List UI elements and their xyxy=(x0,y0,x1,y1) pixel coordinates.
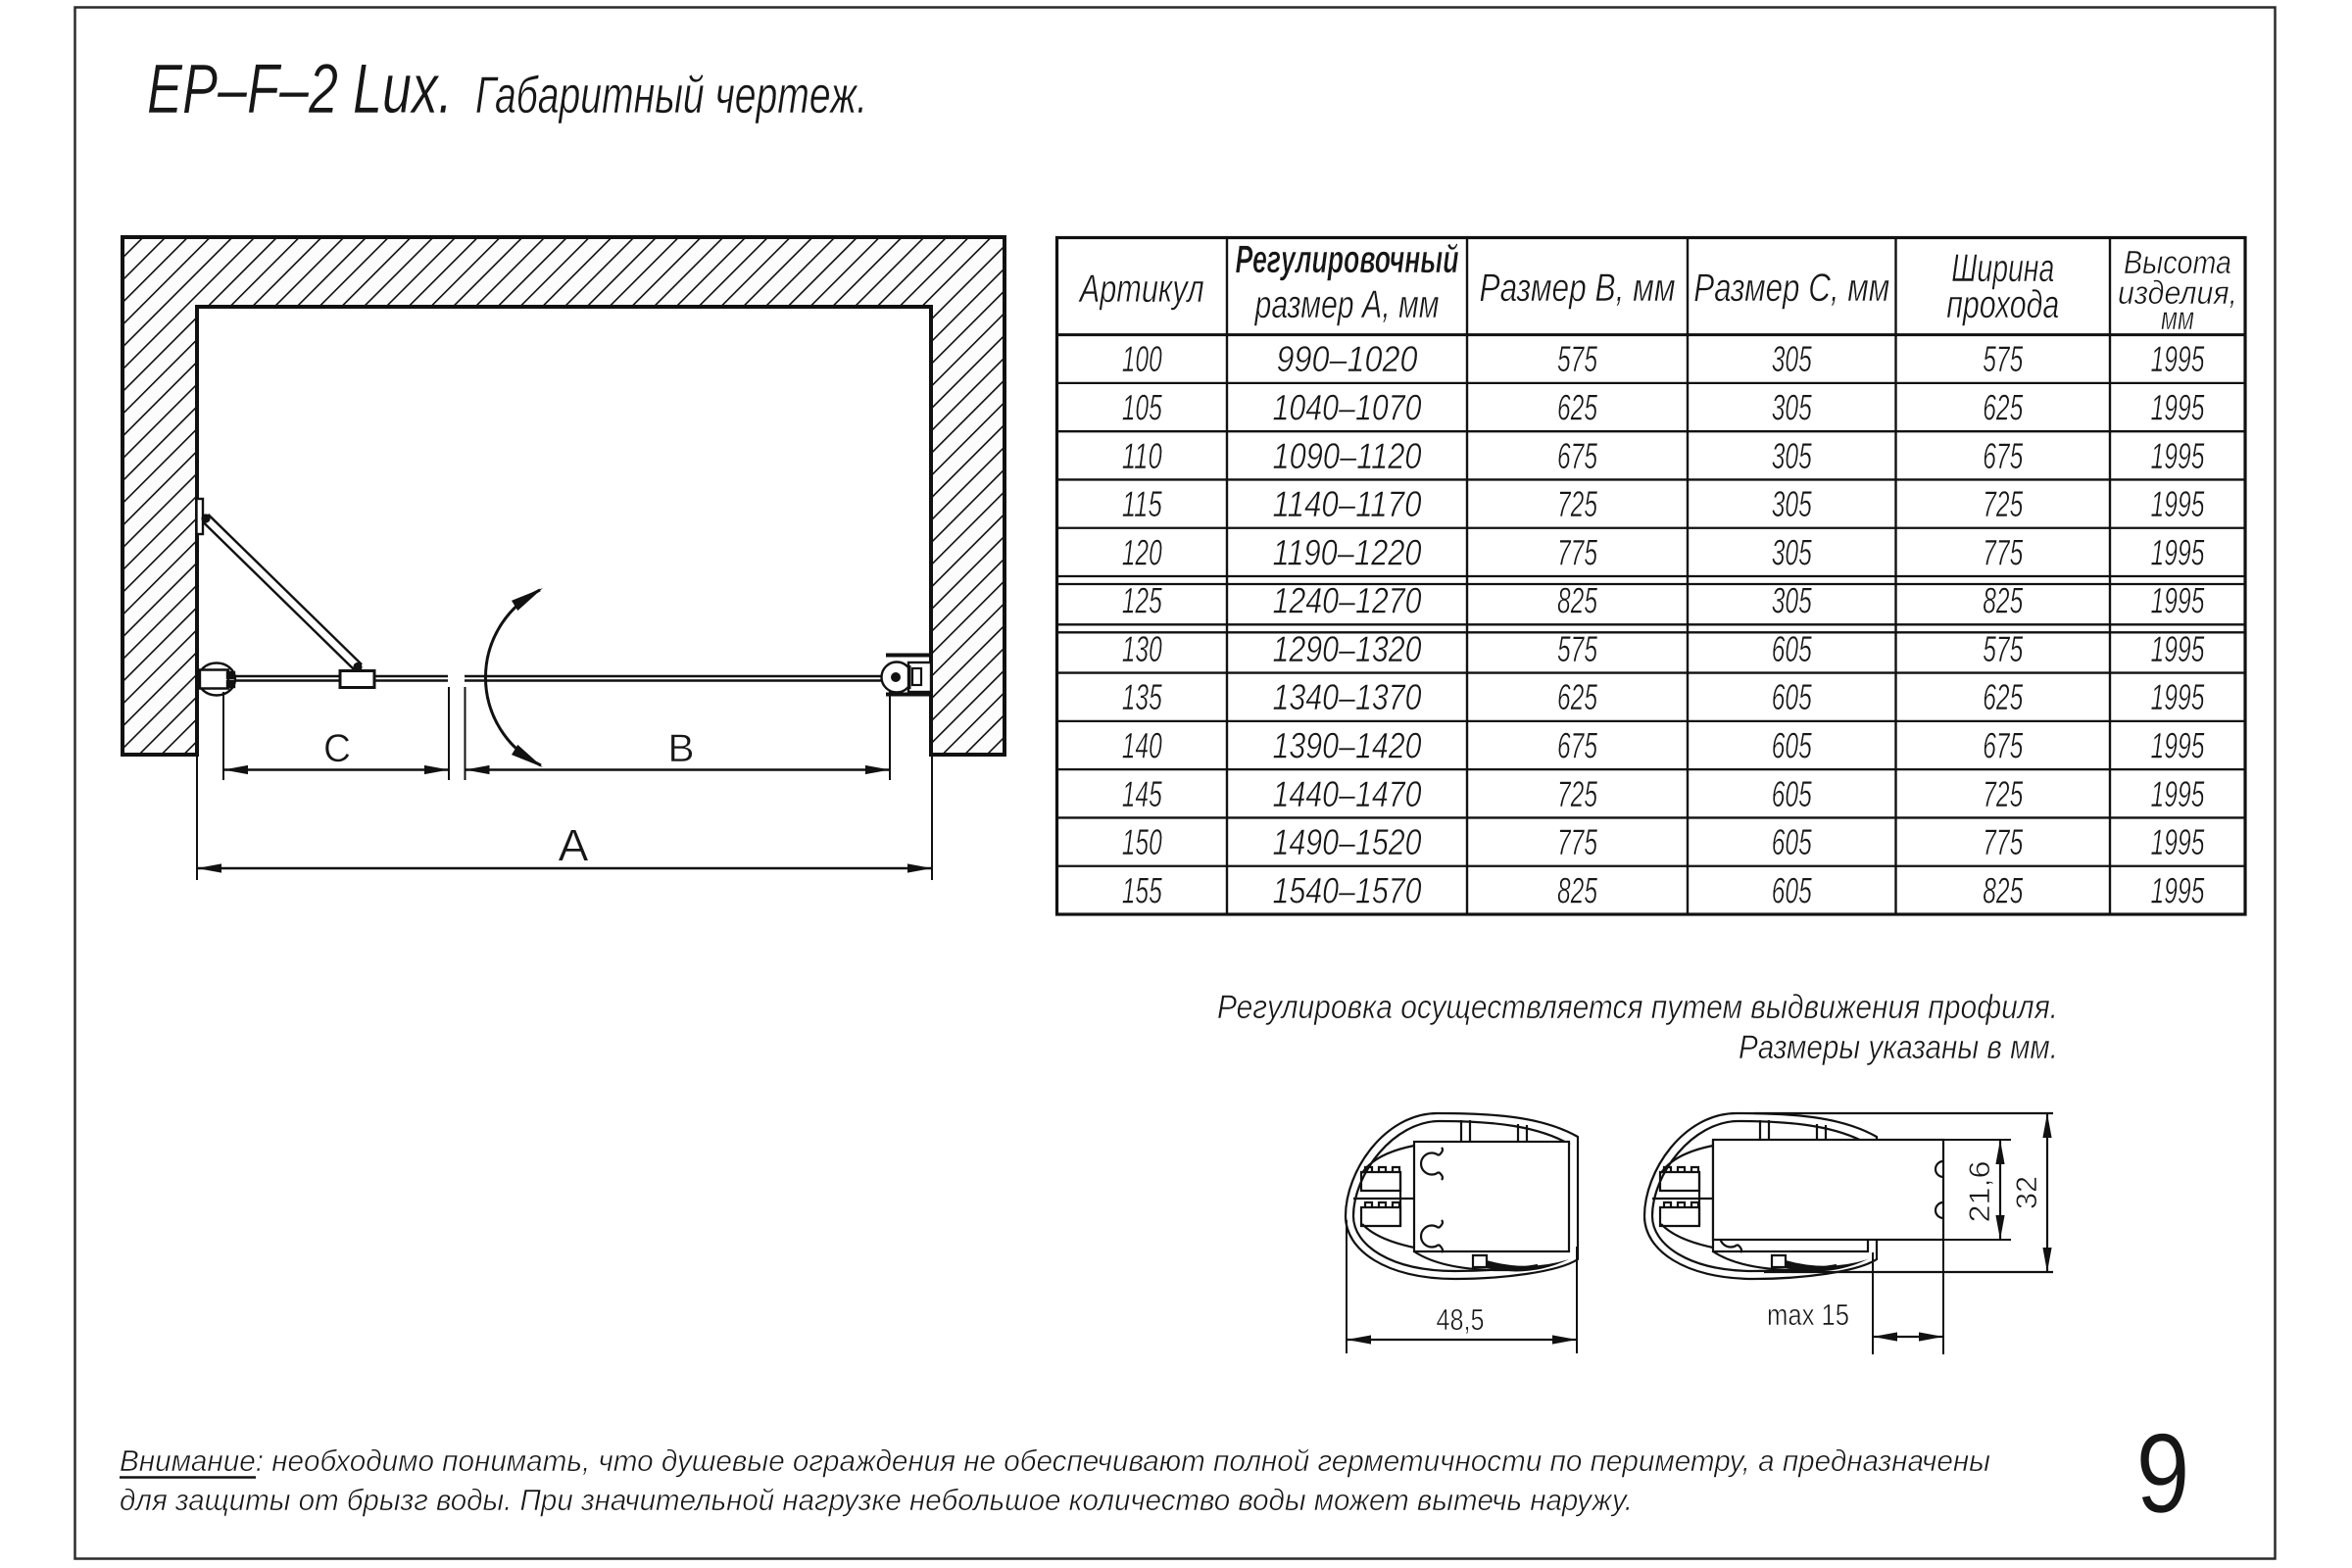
svg-text:725: 725 xyxy=(1557,774,1597,814)
svg-text:155: 155 xyxy=(1122,870,1162,910)
svg-text:625: 625 xyxy=(1557,388,1597,428)
svg-text:625: 625 xyxy=(1557,677,1597,717)
svg-text:605: 605 xyxy=(1772,726,1812,766)
svg-text:145: 145 xyxy=(1122,774,1162,814)
svg-text:675: 675 xyxy=(1983,726,2023,766)
svg-text:305: 305 xyxy=(1772,339,1812,379)
svg-text:575: 575 xyxy=(1557,339,1597,379)
svg-text:825: 825 xyxy=(1983,870,2023,910)
svg-text:115: 115 xyxy=(1122,484,1162,524)
svg-text:1995: 1995 xyxy=(2151,677,2205,717)
svg-text:105: 105 xyxy=(1122,388,1162,428)
svg-text:575: 575 xyxy=(1557,629,1597,669)
svg-text:Размер В, мм: Размер В, мм xyxy=(1480,267,1676,310)
svg-text:725: 725 xyxy=(1983,484,2023,524)
svg-text:1995: 1995 xyxy=(2151,629,2205,669)
svg-text:110: 110 xyxy=(1122,436,1162,476)
svg-text:575: 575 xyxy=(1983,339,2023,379)
svg-text:9: 9 xyxy=(2136,1411,2190,1537)
svg-text:825: 825 xyxy=(1557,870,1597,910)
svg-text:21,6: 21,6 xyxy=(1964,1161,1996,1223)
svg-text:120: 120 xyxy=(1122,532,1162,572)
svg-text:EP–F–2 Lux.: EP–F–2 Lux. xyxy=(147,51,453,128)
svg-text:1340–1370: 1340–1370 xyxy=(1273,677,1422,717)
svg-text:605: 605 xyxy=(1772,822,1812,862)
svg-text:605: 605 xyxy=(1772,870,1812,910)
svg-text:B: B xyxy=(668,727,695,770)
svg-text:Размеры указаны в мм.: Размеры указаны в мм. xyxy=(1739,1029,2058,1066)
svg-text:575: 575 xyxy=(1983,629,2023,669)
svg-text:1995: 1995 xyxy=(2151,388,2205,428)
svg-text:130: 130 xyxy=(1122,629,1162,669)
svg-text:32: 32 xyxy=(2011,1176,2043,1209)
svg-text:675: 675 xyxy=(1557,436,1597,476)
svg-text:825: 825 xyxy=(1557,581,1597,621)
svg-text:725: 725 xyxy=(1557,484,1597,524)
svg-text:1995: 1995 xyxy=(2151,436,2205,476)
svg-text:Размер С, мм: Размер С, мм xyxy=(1693,267,1889,310)
svg-text:1290–1320: 1290–1320 xyxy=(1273,629,1422,669)
svg-text:1995: 1995 xyxy=(2151,870,2205,910)
svg-text:625: 625 xyxy=(1983,677,2023,717)
svg-text:1995: 1995 xyxy=(2151,581,2205,621)
svg-text:1995: 1995 xyxy=(2151,484,2205,524)
svg-text:605: 605 xyxy=(1772,629,1812,669)
svg-text:изделия,: изделия, xyxy=(2118,274,2237,311)
svg-text:C: C xyxy=(323,727,351,770)
svg-text:675: 675 xyxy=(1983,436,2023,476)
svg-text:1440–1470: 1440–1470 xyxy=(1273,774,1422,814)
svg-text:Высота: Высота xyxy=(2124,244,2231,280)
svg-text:Ширина: Ширина xyxy=(1951,247,2054,290)
svg-text:мм: мм xyxy=(2161,300,2194,336)
svg-text:725: 725 xyxy=(1983,774,2023,814)
svg-text:1490–1520: 1490–1520 xyxy=(1273,822,1422,862)
svg-text:1190–1220: 1190–1220 xyxy=(1273,532,1422,572)
svg-text:990–1020: 990–1020 xyxy=(1277,339,1418,379)
svg-text:размер А, мм: размер А, мм xyxy=(1254,283,1440,326)
svg-text:605: 605 xyxy=(1772,677,1812,717)
svg-text:305: 305 xyxy=(1772,388,1812,428)
svg-text:605: 605 xyxy=(1772,774,1812,814)
svg-text:1140–1170: 1140–1170 xyxy=(1273,484,1422,524)
svg-text:прохода: прохода xyxy=(1946,283,2059,326)
svg-text:775: 775 xyxy=(1557,532,1597,572)
svg-text:305: 305 xyxy=(1772,532,1812,572)
svg-text:775: 775 xyxy=(1983,822,2023,862)
svg-text:1995: 1995 xyxy=(2151,532,2205,572)
svg-text:1995: 1995 xyxy=(2151,822,2205,862)
svg-text:305: 305 xyxy=(1772,436,1812,476)
svg-text:Габаритный чертеж.: Габаритный чертеж. xyxy=(475,67,867,124)
svg-text:Регулировочный: Регулировочный xyxy=(1236,238,1459,281)
svg-text:для защиты от брызг воды. При: для защиты от брызг воды. При значительн… xyxy=(120,1484,1633,1517)
svg-text:max 15: max 15 xyxy=(1767,1298,1849,1332)
svg-text:135: 135 xyxy=(1122,677,1162,717)
svg-text:675: 675 xyxy=(1557,726,1597,766)
svg-text:1995: 1995 xyxy=(2151,774,2205,814)
svg-text:1090–1120: 1090–1120 xyxy=(1273,436,1422,476)
svg-text:625: 625 xyxy=(1983,388,2023,428)
svg-text:125: 125 xyxy=(1122,581,1162,621)
svg-text:305: 305 xyxy=(1772,484,1812,524)
svg-text:48,5: 48,5 xyxy=(1437,1302,1485,1337)
svg-text:1390–1420: 1390–1420 xyxy=(1273,726,1422,766)
svg-text:775: 775 xyxy=(1983,532,2023,572)
svg-text:825: 825 xyxy=(1983,581,2023,621)
svg-text:775: 775 xyxy=(1557,822,1597,862)
svg-text:1240–1270: 1240–1270 xyxy=(1273,581,1422,621)
svg-text:Артикул: Артикул xyxy=(1078,268,1204,311)
svg-text:1040–1070: 1040–1070 xyxy=(1273,388,1422,428)
svg-text:150: 150 xyxy=(1122,822,1162,862)
svg-text:1995: 1995 xyxy=(2151,339,2205,379)
svg-text:1995: 1995 xyxy=(2151,726,2205,766)
svg-text:1540–1570: 1540–1570 xyxy=(1273,870,1422,910)
svg-text:Регулировка осуществляется пут: Регулировка осуществляется путем выдвиже… xyxy=(1217,989,2058,1026)
svg-text:A: A xyxy=(559,820,589,870)
svg-text:Внимание: необходимо понимать,: Внимание: необходимо понимать, что душев… xyxy=(120,1445,1990,1478)
svg-text:140: 140 xyxy=(1122,726,1162,766)
svg-text:305: 305 xyxy=(1772,581,1812,621)
svg-text:100: 100 xyxy=(1122,339,1162,379)
